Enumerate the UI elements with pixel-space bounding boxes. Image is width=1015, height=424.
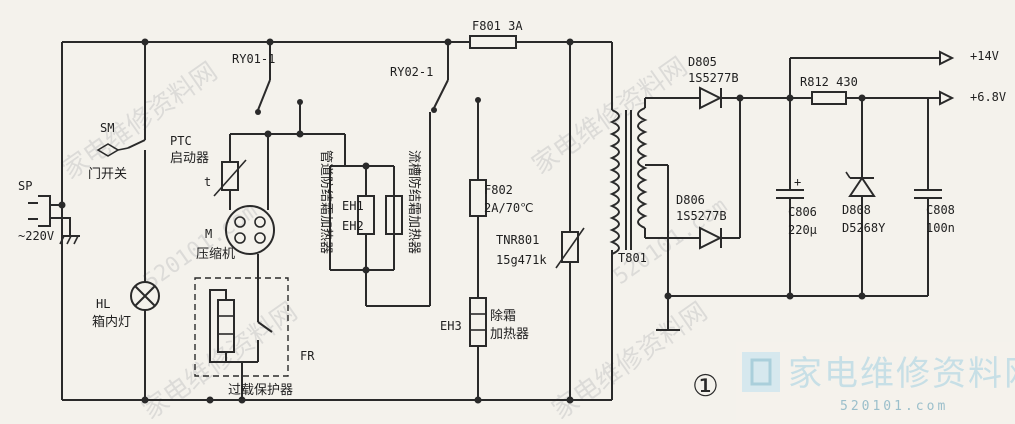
label-d805-val: 1S5277B (688, 71, 739, 85)
label-fr: FR (300, 349, 315, 363)
door-switch-sm: SM 门开关 (62, 41, 146, 282)
junction-dots (58, 38, 866, 404)
label-hl: HL (96, 297, 110, 311)
brand-logo: 家电维修资料网 520101.com (736, 342, 1015, 422)
label-14v: +14V (970, 49, 999, 63)
brand-title: 家电维修资料网 (788, 354, 1015, 394)
label-m: M (205, 227, 212, 241)
label-r812: R812 430 (800, 75, 858, 89)
label-pipe-heater: 管道防结霜加热器 (318, 150, 334, 254)
label-d808: D808 (842, 203, 871, 217)
label-d805: D805 (688, 55, 717, 69)
fuse-f801: F801 3A (469, 19, 523, 49)
label-defrost-2: 加热器 (490, 327, 529, 342)
label-trough-heater: 流槽防结霜加热器 (406, 150, 422, 254)
label-defrost-1: 除霜 (490, 309, 516, 324)
label-t: t (204, 175, 211, 189)
label-eh1: EH1 (342, 199, 364, 213)
label-d806: D806 (676, 193, 705, 207)
fuse-f802-and-eh3: F802 2A/70℃ EH3 除霜 加热器 (440, 179, 534, 400)
label-d808-val: D5268Y (842, 221, 886, 235)
label-overload: 过载保护器 (228, 383, 293, 398)
diode-d805: D805 1S5277B (688, 55, 740, 110)
label-220v: ~220V (18, 229, 54, 243)
label-sp: SP (18, 179, 32, 193)
label-ry02: RY02-1 (390, 65, 433, 79)
figure-number: ① (692, 369, 719, 404)
varistor-tnr801: TNR801 15g471k (496, 42, 585, 400)
plug-sp: SP ~220V (18, 179, 80, 245)
label-6v8: +6.8V (970, 90, 1006, 104)
watermark-text: 家电维修资料网 (547, 297, 713, 424)
label-sm: SM (100, 121, 114, 135)
diode-d806: D806 1S5277B (676, 98, 741, 250)
overload-protector-fr: FR 过载保护器 (194, 277, 315, 400)
brand-subtitle: 520101.com (840, 399, 948, 414)
label-c806: C806 (788, 205, 817, 219)
transformer-t801: T801 (609, 97, 700, 296)
label-starter: 启动器 (170, 151, 209, 166)
watermark-text: 家电维修资料网 (57, 57, 223, 186)
lamp-hl: HL 箱内灯 (92, 281, 160, 400)
label-c808-val: 100n (926, 221, 955, 235)
label-cap-plus: + (794, 175, 801, 189)
label-f801: F801 3A (472, 19, 523, 33)
output-section: +14V R812 430 +6.8V + C806 220μ D808 D52… (656, 49, 1006, 331)
heaters-eh1-eh2: EH1 EH2 管道防结霜加热器 流槽防结霜加热器 (318, 134, 430, 307)
relay-ry02: RY02-1 (390, 42, 481, 306)
label-t801: T801 (618, 251, 647, 265)
compressor-branch: PTC 启动器 t M 压缩机 (170, 133, 345, 300)
label-box-lamp: 箱内灯 (92, 314, 131, 330)
label-eh2: EH2 (342, 219, 364, 233)
relay-ry01: RY01-1 (232, 42, 303, 134)
label-compressor: 压缩机 (196, 246, 235, 262)
label-c806-val: 220μ (788, 223, 817, 237)
label-d806-val: 1S5277B (676, 209, 727, 223)
label-tnr-val: 15g471k (496, 253, 547, 267)
label-eh3: EH3 (440, 319, 462, 333)
watermark-text: 家电维修资料网 (527, 52, 693, 181)
label-door-switch: 门开关 (88, 167, 127, 182)
label-ptc: PTC (170, 134, 192, 148)
label-ry01: RY01-1 (232, 52, 275, 66)
label-f802-val: 2A/70℃ (484, 201, 534, 215)
label-tnr801: TNR801 (496, 233, 539, 247)
label-c808: C808 (926, 203, 955, 217)
label-f802: F802 (484, 183, 513, 197)
